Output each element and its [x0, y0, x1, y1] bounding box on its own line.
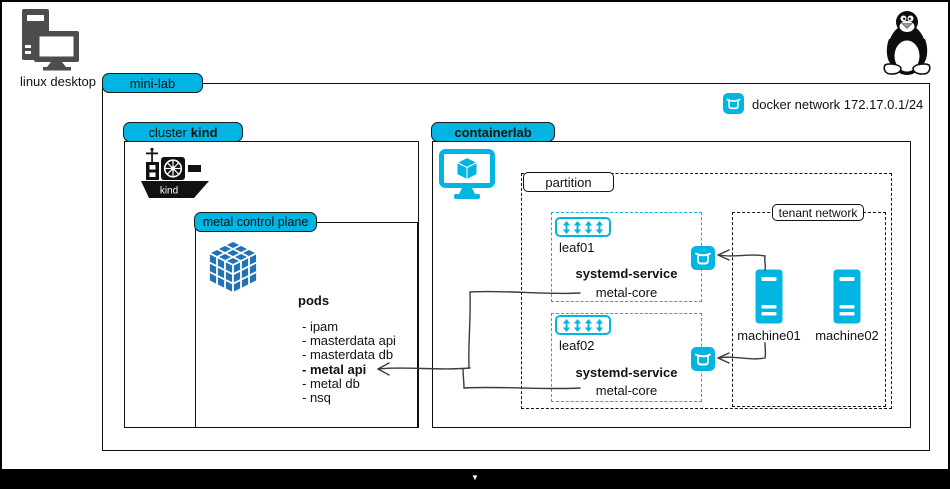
- pod-item-nsq: - nsq: [302, 389, 331, 405]
- partition-label: partition: [545, 174, 592, 190]
- pod-item-masterdata-api: - masterdata api: [302, 333, 396, 349]
- partition-label-box: partition: [523, 172, 614, 192]
- leaf01-docker-icon: [691, 246, 715, 270]
- leaf02-switch-icon: [555, 315, 611, 335]
- pod-item-metal-api: - metal api: [302, 361, 367, 377]
- pod-item-metal-db: - metal db: [302, 375, 360, 391]
- cluster-label-kind: kind: [190, 124, 218, 140]
- metal-control-plane-tab: metal control plane: [194, 212, 317, 232]
- mini-lab-tab: mini-lab: [102, 73, 203, 93]
- kind-ship-icon: kind: [140, 148, 210, 200]
- cluster-kind-tab: cluster kind: [123, 122, 243, 142]
- docker-network-label: docker network 172.17.0.1/24: [752, 97, 924, 112]
- pod-item-masterdata-db: - masterdata db: [302, 347, 394, 363]
- machine01-server-icon: [755, 269, 783, 324]
- pods-title: pods: [298, 293, 330, 308]
- leaf01-name: leaf01: [559, 240, 595, 255]
- desktop-computer-icon: [13, 9, 87, 71]
- tux-linux-icon: [878, 9, 936, 77]
- pods-cube-icon: [206, 239, 260, 297]
- metal-control-plane-label: metal control plane: [202, 215, 309, 229]
- leaf01-service-title: systemd-service: [575, 266, 678, 281]
- tenant-network-label: tenant network: [778, 205, 858, 220]
- containerlab-monitor-icon: [439, 149, 495, 202]
- containerlab-label: containerlab: [454, 124, 532, 140]
- leaf01-service-name: metal-core: [595, 285, 658, 300]
- leaf02-service-title: systemd-service: [575, 365, 678, 380]
- bottom-bar-arrow-icon[interactable]: ▼: [471, 473, 479, 482]
- machine02-server-icon: [833, 269, 861, 324]
- machine01-label: machine01: [737, 328, 801, 343]
- mini-lab-label: mini-lab: [129, 75, 176, 91]
- leaf02-docker-icon: [691, 347, 715, 371]
- machine02-label: machine02: [815, 328, 879, 343]
- docker-network-icon: [723, 93, 744, 114]
- leaf02-service-name: metal-core: [595, 383, 658, 398]
- ship-kind-text: kind: [160, 186, 178, 197]
- leaf02-name: leaf02: [559, 338, 595, 353]
- containerlab-box: [432, 141, 911, 428]
- leaf01-switch-icon: [555, 217, 611, 237]
- pods-list: - ipam - masterdata api - masterdata db …: [302, 319, 396, 405]
- tenant-network-label-box: tenant network: [772, 204, 864, 221]
- desktop-label: linux desktop: [20, 74, 96, 89]
- containerlab-tab: containerlab: [431, 122, 555, 142]
- pod-item-ipam: - ipam: [302, 319, 339, 334]
- mini-lab-box: [102, 83, 930, 451]
- bottom-scroll-bar[interactable]: ▼: [2, 469, 948, 487]
- cluster-label: cluster: [148, 124, 187, 140]
